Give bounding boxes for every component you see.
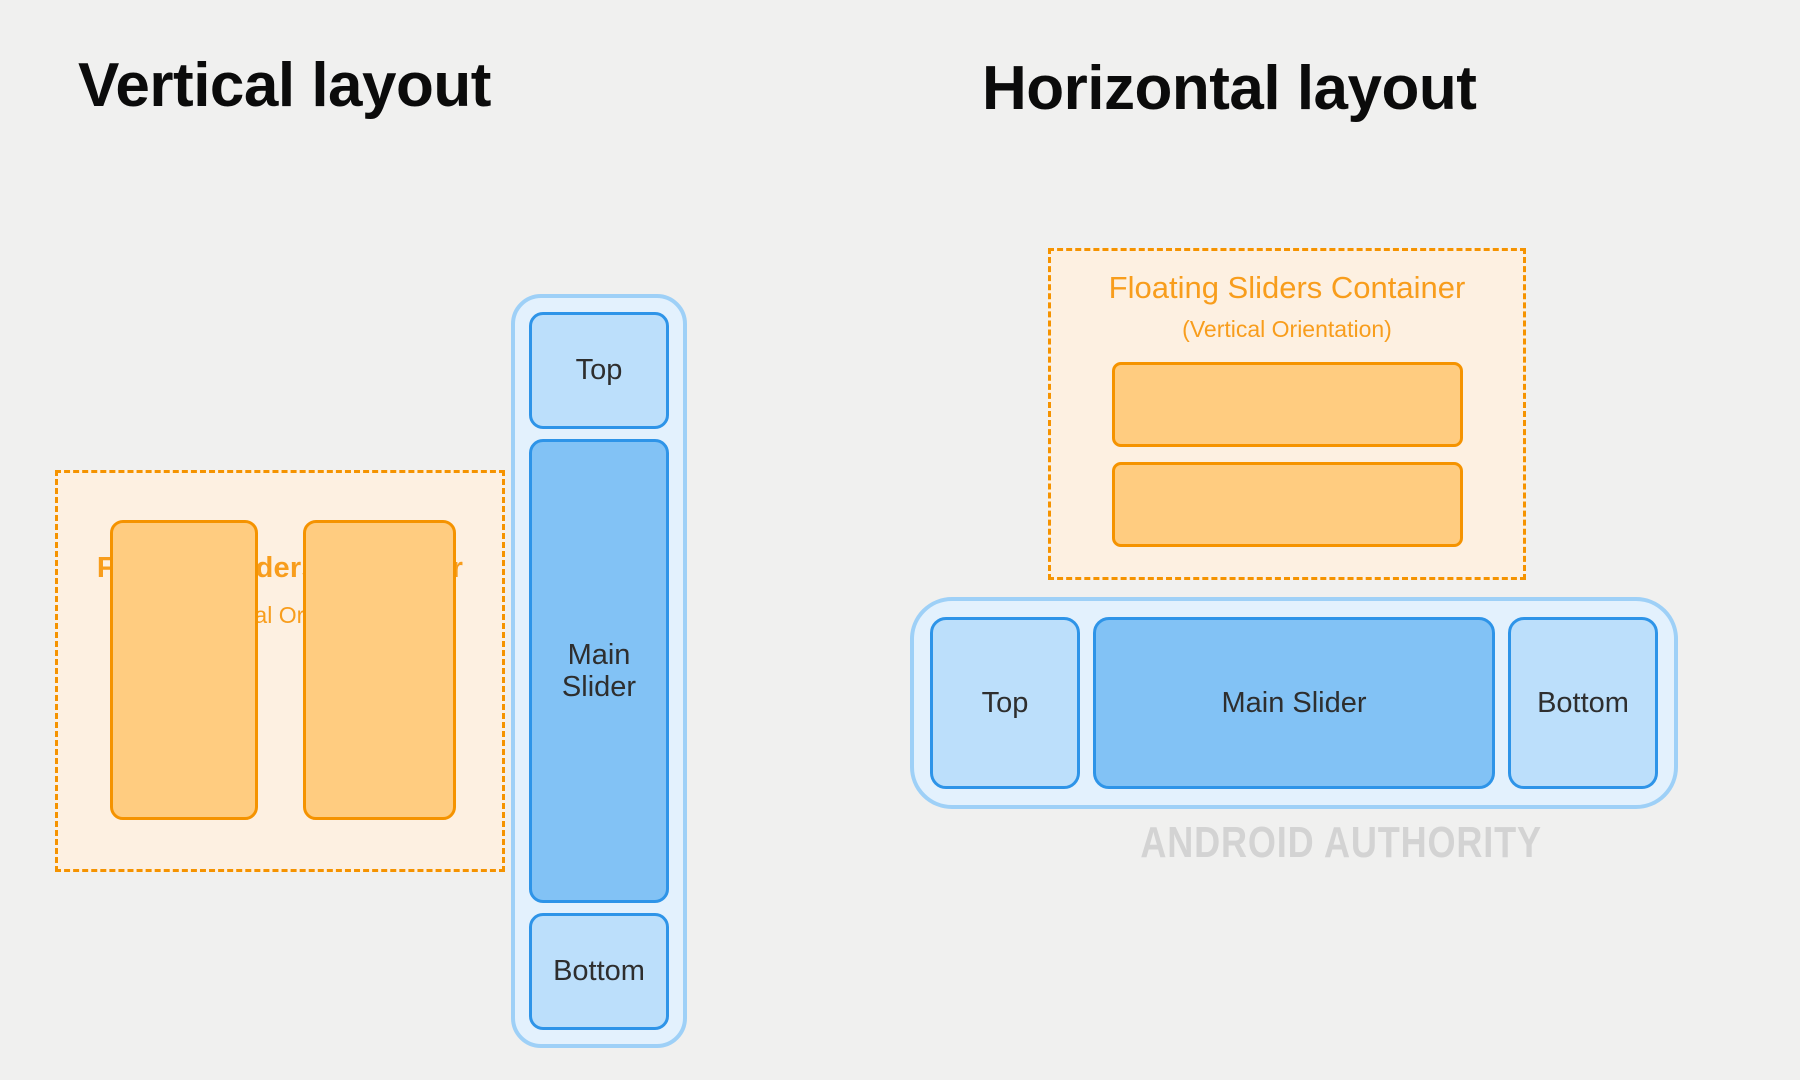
slider-segment-main[interactable]: Main Slider <box>1093 617 1495 789</box>
slider-segment-bottom[interactable]: Bottom <box>529 913 669 1030</box>
floating-container-title: Floating Sliders Container <box>1108 270 1466 305</box>
slider-segment-top[interactable]: Top <box>529 312 669 429</box>
floating-slider-1[interactable] <box>110 520 258 820</box>
android-authority-watermark: ANDROID AUTHORITY <box>1140 818 1542 867</box>
main-slider-shell-vertical: Top Main Slider Bottom <box>511 294 687 1048</box>
slider-segment-main[interactable]: Main Slider <box>529 439 669 903</box>
floating-container-subtitle: (Vertical Orientation) <box>1182 316 1392 343</box>
floating-slider-1[interactable] <box>1112 362 1463 447</box>
slider-segment-bottom[interactable]: Bottom <box>1508 617 1658 789</box>
vertical-layout-title: Vertical layout <box>78 51 491 120</box>
floating-slider-2[interactable] <box>303 520 456 820</box>
horizontal-layout-title: Horizontal layout <box>982 54 1477 123</box>
slider-segment-top[interactable]: Top <box>930 617 1080 789</box>
main-slider-shell-horizontal: Top Main Slider Bottom <box>910 597 1678 809</box>
floating-slider-2[interactable] <box>1112 462 1463 547</box>
floating-container-label-group: Floating Sliders Container (Vertical Ori… <box>1051 270 1523 343</box>
